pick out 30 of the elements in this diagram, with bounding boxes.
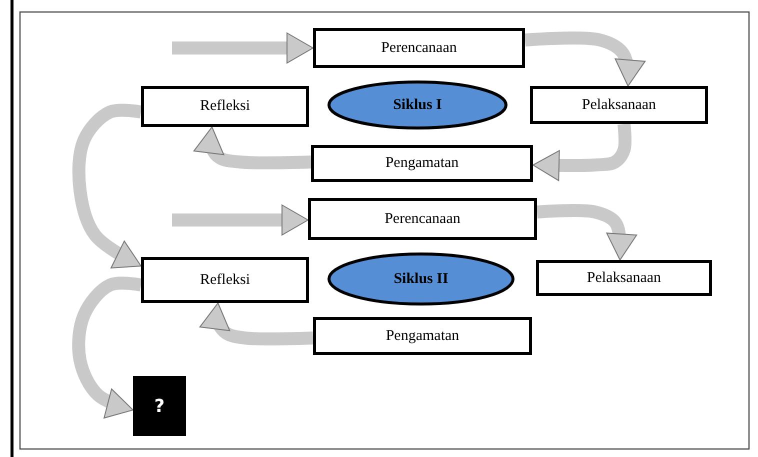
process-box: [530, 86, 708, 124]
block-arrow: [200, 302, 314, 346]
process-box: [311, 145, 533, 182]
question-box: [133, 376, 186, 436]
process-box: [313, 317, 532, 355]
node-label: Refleksi: [200, 272, 250, 288]
node-label: Siklus I: [393, 96, 442, 114]
block-arrow: [536, 204, 638, 260]
process-box: [313, 28, 525, 68]
process-box: [141, 257, 309, 303]
node-label: Siklus II: [394, 270, 448, 288]
process-box: [141, 86, 309, 127]
block-arrow: [172, 204, 308, 236]
node-label: Pelaksanaan: [582, 96, 656, 114]
node-label: Refleksi: [200, 98, 250, 115]
block-arrow: [194, 126, 312, 170]
process-box: [308, 198, 537, 240]
node-label: Pengamatan: [386, 328, 460, 344]
node-label: Pelaksanaan: [586, 270, 662, 286]
cycle-ellipse: [327, 252, 515, 306]
node-label: Pengamatan: [385, 155, 459, 172]
node-label: Perencanaan: [381, 40, 457, 56]
process-box: [536, 260, 712, 296]
block-arrow: [72, 276, 142, 418]
node-label: ?: [154, 396, 165, 416]
block-arrow: [172, 32, 314, 64]
cycle-ellipse: [327, 80, 508, 130]
block-arrow: [532, 123, 632, 182]
block-arrow: [524, 32, 646, 86]
node-label: Perencanaan: [384, 210, 460, 228]
